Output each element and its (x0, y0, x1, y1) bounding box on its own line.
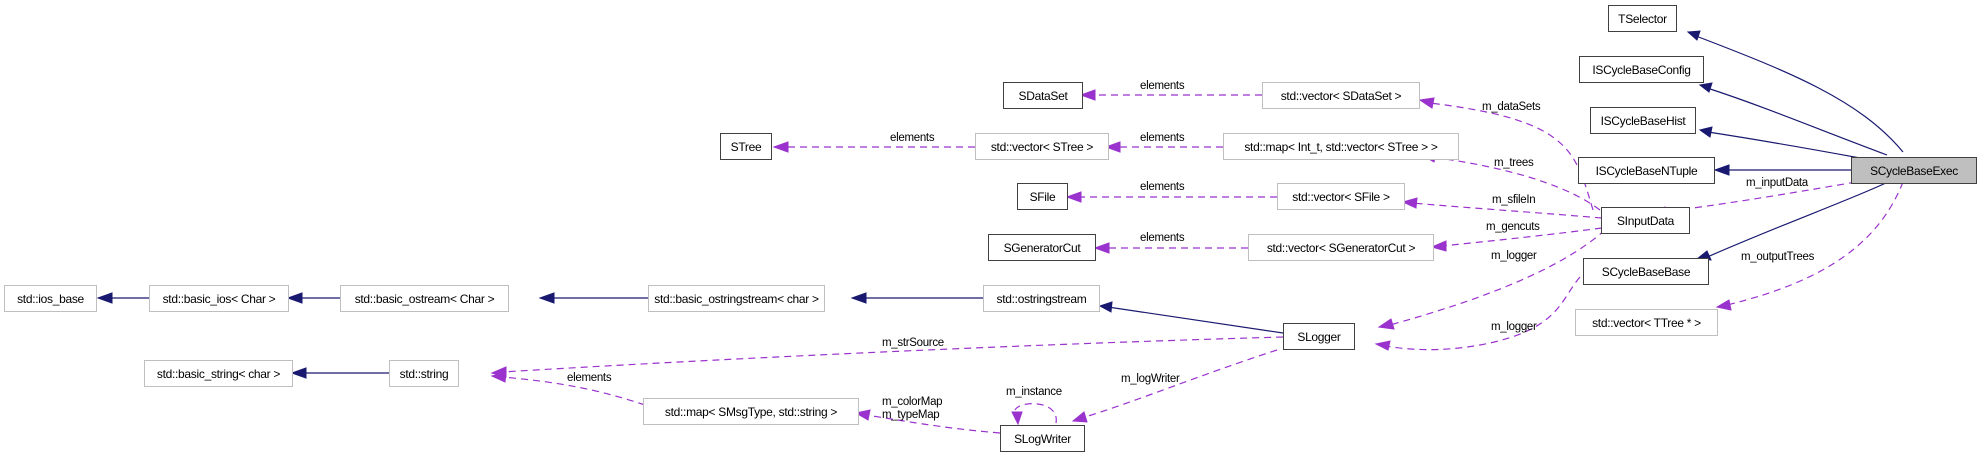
arrowhead (1104, 141, 1121, 153)
node-iscyclebasehist[interactable]: ISCycleBaseHist (1590, 107, 1696, 134)
edge-sinputdata-to-vecsgencut (1441, 227, 1603, 247)
node-ostringstream[interactable]: std::ostringstream (983, 285, 1100, 312)
arrowhead (96, 292, 113, 304)
node-map-smsgtype[interactable]: std::map< SMsgType, std::string > (643, 398, 859, 425)
edge-label: m_outputTrees (1741, 251, 1815, 263)
node-vector-ttree[interactable]: std::vector< TTree * > (1575, 309, 1718, 336)
arrowhead (1430, 240, 1447, 252)
node-sdataset[interactable]: SDataSet (1003, 82, 1083, 109)
arrowhead (1418, 97, 1435, 109)
arrowhead (1071, 411, 1088, 423)
edge-exec-to-cyclebasebase (1704, 181, 1889, 259)
node-slogwriter[interactable]: SLogWriter (1000, 425, 1085, 452)
edge-label: elements (567, 372, 612, 384)
node-basic-ostream[interactable]: std::basic_ostream< Char > (340, 285, 509, 312)
node-basic-ios[interactable]: std::basic_ios< Char > (149, 285, 289, 312)
edge-label: m_logger (1491, 250, 1537, 262)
arrowhead (490, 371, 507, 383)
node-std-string[interactable]: std::string (389, 360, 459, 387)
edge-exec-to-tselector (1695, 35, 1904, 153)
node-basic-string[interactable]: std::basic_string< char > (144, 360, 293, 387)
node-ios-base[interactable]: std::ios_base (4, 285, 97, 312)
edge-exec-to-vectree (1726, 181, 1904, 306)
edge-slogger-to-slogwriter (1081, 349, 1278, 419)
node-stree[interactable]: STree (720, 133, 772, 160)
edge-label: m_dataSets (1482, 101, 1541, 113)
edge-cyclebasebase-to-slogger (1384, 276, 1581, 351)
edge-exec-to-hist (1707, 131, 1861, 159)
node-scyclebasebase[interactable]: SCycleBaseBase (1583, 258, 1709, 285)
edge-slogger-to-string (501, 336, 1284, 373)
edge-label: m_sfileIn (1492, 194, 1536, 206)
arrowhead (1093, 242, 1110, 254)
arrowhead (772, 141, 789, 153)
node-basic-ostringstream[interactable]: std::basic_ostringstream< char > (648, 285, 825, 312)
node-map-stree[interactable]: std::map< Int_t, std::vector< STree > > (1223, 133, 1459, 160)
node-vector-sfile[interactable]: std::vector< SFile > (1277, 183, 1405, 210)
edge-slogwriter-self (1014, 403, 1057, 424)
edge-label: elements (1140, 181, 1185, 193)
edge-label: m_trees (1494, 157, 1534, 169)
arrowhead (850, 292, 867, 304)
arrowhead (1374, 340, 1391, 351)
arrowhead (1098, 301, 1113, 313)
node-tselector[interactable]: TSelector (1608, 5, 1677, 32)
arrowhead (1698, 126, 1713, 138)
arrowhead (290, 367, 307, 379)
edge-slogwriter-to-mapsmsgtype (865, 414, 1001, 434)
edge-label: elements (1140, 132, 1185, 144)
edge-sinputdata-to-vecsfile (1411, 202, 1603, 219)
edge-label: elements (1140, 232, 1185, 244)
edge-label: elements (890, 132, 935, 144)
edge-label: m_logger (1491, 321, 1537, 333)
node-sgeneratorcut[interactable]: SGeneratorCut (988, 234, 1096, 261)
edge-label: elements (1140, 80, 1185, 92)
node-iscyclebasentuple[interactable]: ISCycleBaseNTuple (1578, 157, 1715, 184)
arrowhead (1079, 89, 1096, 101)
arrowhead (1377, 318, 1395, 330)
edge-slogger-to-ostringstream (1107, 306, 1284, 334)
arrowhead (1011, 411, 1023, 426)
arrowhead (1065, 191, 1082, 203)
edge-label: m_gencuts (1486, 221, 1540, 233)
arrowhead (1401, 197, 1418, 209)
arrowhead (1698, 82, 1713, 93)
edge-exec-to-config (1706, 87, 1888, 156)
edge-label: m_instance (1006, 386, 1062, 398)
arrowhead (1713, 164, 1730, 176)
edge-label: m_strSource (882, 337, 944, 349)
node-vector-sgeneratorcut[interactable]: std::vector< SGeneratorCut > (1248, 234, 1434, 261)
node-scyclebaseexec[interactable]: SCycleBaseExec (1851, 157, 1977, 184)
node-vector-stree[interactable]: std::vector< STree > (975, 133, 1109, 160)
edge-sinputdata-to-mapstree (1431, 156, 1601, 211)
arrowhead (1715, 299, 1732, 311)
arrowhead (286, 292, 303, 304)
edge-label: m_inputData (1746, 177, 1808, 189)
node-slogger[interactable]: SLogger (1283, 323, 1355, 350)
arrowhead (538, 292, 555, 304)
edge-mapsmsgtype-to-string (501, 376, 646, 406)
edge-label: m_typeMap (882, 409, 940, 421)
edge-label: m_logWriter (1121, 373, 1180, 385)
arrowhead (854, 409, 871, 421)
node-sinputdata[interactable]: SInputData (1601, 207, 1690, 234)
arrowhead (1686, 30, 1701, 41)
edge-label: m_colorMap (882, 396, 943, 408)
node-vector-sdataset[interactable]: std::vector< SDataSet > (1262, 82, 1420, 109)
node-sfile[interactable]: SFile (1017, 183, 1068, 210)
node-iscyclebaseconfig[interactable]: ISCycleBaseConfig (1579, 56, 1704, 83)
